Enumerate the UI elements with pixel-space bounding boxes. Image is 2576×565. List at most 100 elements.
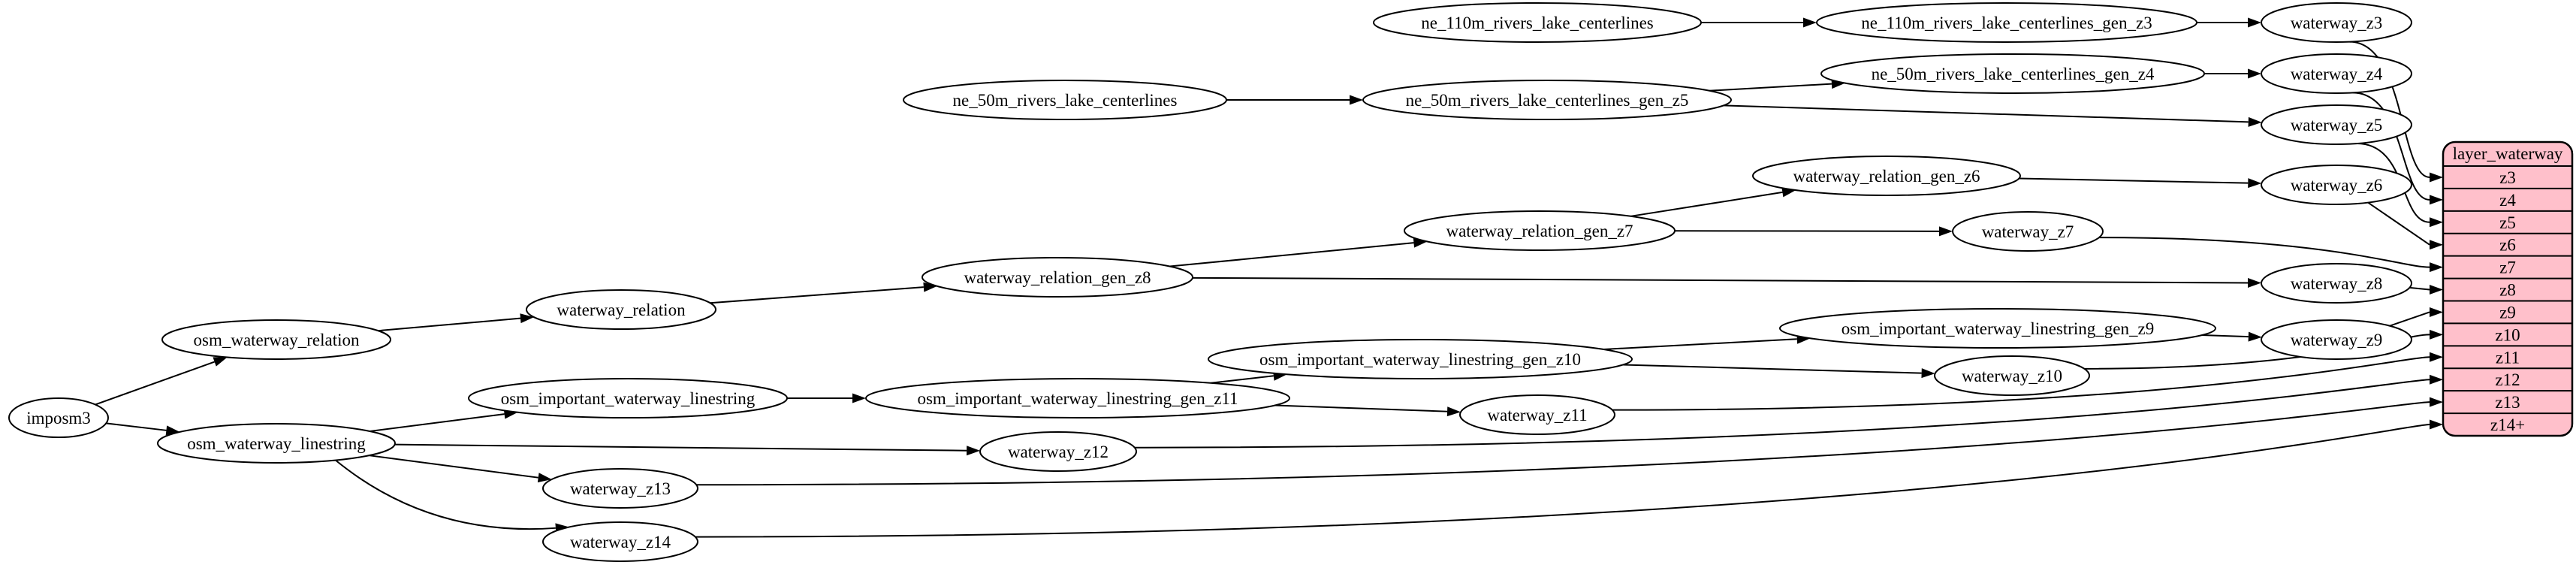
arrowhead-icon bbox=[1921, 368, 1935, 379]
edge-ne_50m_rivers_lake_centerlines_gen_z5-to-ne_50m_rivers_lake_centerlines_gen_z4 bbox=[1709, 79, 1845, 92]
edge-osm_important_waterway_linestring_gen_z10-to-waterway_z10 bbox=[1622, 364, 1935, 379]
arrowhead-icon bbox=[2247, 277, 2262, 288]
table-row-z12: z12 bbox=[2495, 370, 2520, 389]
node-label-osm_important_waterway_linestring_gen_z9: osm_important_waterway_linestring_gen_z9 bbox=[1842, 319, 2154, 338]
arrowhead-icon bbox=[165, 425, 180, 436]
edge-ne_110m_rivers_lake_centerlines_gen_z3-to-waterway_z3 bbox=[2197, 17, 2261, 28]
node-label-waterway_z14: waterway_z14 bbox=[570, 533, 671, 551]
table-row-z6: z6 bbox=[2499, 236, 2516, 255]
node-waterway_z4: waterway_z4 bbox=[2261, 53, 2412, 94]
node-ne_50m_rivers_lake_centerlines_gen_z4: ne_50m_rivers_lake_centerlines_gen_z4 bbox=[1820, 53, 2205, 94]
node-waterway_z3: waterway_z3 bbox=[2261, 2, 2412, 43]
node-waterway_z13: waterway_z13 bbox=[542, 468, 698, 509]
edge-waterway_relation-to-waterway_relation_gen_z8 bbox=[710, 282, 937, 304]
node-ne_110m_rivers_lake_centerlines_gen_z3: ne_110m_rivers_lake_centerlines_gen_z3 bbox=[1816, 2, 2197, 43]
edge-waterway_z9-to-layer_waterway.z9 bbox=[2389, 307, 2443, 327]
arrowhead-icon bbox=[2430, 329, 2443, 340]
arrowhead-icon bbox=[852, 393, 866, 403]
node-label-ne_110m_rivers_lake_centerlines: ne_110m_rivers_lake_centerlines bbox=[1421, 14, 1654, 32]
arrowhead-icon bbox=[2430, 217, 2443, 228]
node-osm_important_waterway_linestring_gen_z10: osm_important_waterway_linestring_gen_z1… bbox=[1208, 339, 1633, 379]
node-label-waterway_z6: waterway_z6 bbox=[2291, 176, 2383, 195]
edge-waterway_z8-to-layer_waterway.z8 bbox=[2409, 285, 2443, 295]
node-label-waterway_z10: waterway_z10 bbox=[1962, 367, 2062, 385]
arrowhead-icon bbox=[2430, 419, 2443, 430]
table-row-z4: z4 bbox=[2499, 191, 2516, 210]
edge-osm_important_waterway_linestring_gen_z11-to-waterway_z11 bbox=[1274, 404, 1461, 417]
table-row-z11: z11 bbox=[2496, 348, 2520, 367]
arrowhead-icon bbox=[1803, 17, 1817, 28]
node-label-osm_waterway_relation: osm_waterway_relation bbox=[194, 331, 360, 349]
node-label-osm_important_waterway_linestring_gen_z11: osm_important_waterway_linestring_gen_z1… bbox=[917, 389, 1238, 408]
node-osm_important_waterway_linestring_gen_z9: osm_important_waterway_linestring_gen_z9 bbox=[1779, 308, 2216, 349]
edge-waterway_z6-to-layer_waterway.z6 bbox=[2367, 201, 2443, 250]
table-row-z14+: z14+ bbox=[2490, 415, 2525, 434]
edge-waterway_z14-to-layer_waterway.z14+ bbox=[695, 419, 2443, 538]
table-row-z9: z9 bbox=[2499, 303, 2516, 322]
node-waterway_relation: waterway_relation bbox=[526, 289, 716, 330]
node-label-waterway_z5: waterway_z5 bbox=[2291, 116, 2383, 134]
node-osm_waterway_linestring: osm_waterway_linestring bbox=[157, 423, 396, 464]
table-row-z7: z7 bbox=[2499, 258, 2516, 277]
node-label-waterway_z4: waterway_z4 bbox=[2291, 65, 2383, 83]
edge-osm_important_waterway_linestring-to-osm_important_waterway_linestring_gen_z11 bbox=[787, 393, 866, 403]
edge-waterway_z13-to-layer_waterway.z13 bbox=[696, 397, 2443, 486]
arrowhead-icon bbox=[2430, 397, 2443, 407]
edge-waterway_relation_gen_z8-to-waterway_relation_gen_z7 bbox=[1169, 237, 1428, 267]
arrowhead-icon bbox=[2430, 307, 2443, 317]
arrowhead-icon bbox=[1938, 226, 1953, 237]
node-waterway_z6: waterway_z6 bbox=[2261, 165, 2412, 205]
arrowhead-icon bbox=[2430, 352, 2443, 362]
edge-waterway_relation_gen_z6-to-waterway_z6 bbox=[2019, 177, 2262, 189]
edge-ne_50m_rivers_lake_centerlines_gen_z5-to-waterway_z5 bbox=[1723, 104, 2262, 127]
node-label-waterway_z12: waterway_z12 bbox=[1008, 443, 1109, 461]
node-waterway_z14: waterway_z14 bbox=[542, 521, 698, 562]
node-label-waterway_relation_gen_z6: waterway_relation_gen_z6 bbox=[1793, 167, 1980, 186]
edge-ne_110m_rivers_lake_centerlines-to-ne_110m_rivers_lake_centerlines_gen_z3 bbox=[1701, 17, 1817, 28]
edge-waterway_relation_gen_z7-to-waterway_z7 bbox=[1674, 226, 1953, 237]
node-label-waterway_z7: waterway_z7 bbox=[1982, 222, 2074, 241]
node-label-waterway_z11: waterway_z11 bbox=[1487, 406, 1587, 425]
node-waterway_z8: waterway_z8 bbox=[2261, 263, 2412, 304]
edge-waterway_z4-to-layer_waterway.z4 bbox=[2352, 92, 2443, 205]
arrowhead-icon bbox=[2248, 116, 2262, 127]
node-osm_important_waterway_linestring_gen_z11: osm_important_waterway_linestring_gen_z1… bbox=[865, 378, 1290, 418]
arrowhead-icon bbox=[2248, 331, 2262, 342]
edge-osm_waterway_relation-to-waterway_relation bbox=[378, 313, 534, 332]
node-label-osm_waterway_linestring: osm_waterway_linestring bbox=[187, 434, 366, 453]
node-label-waterway_relation: waterway_relation bbox=[557, 301, 686, 319]
edge-waterway_relation_gen_z8-to-waterway_z8 bbox=[1192, 276, 2262, 288]
edge-ne_50m_rivers_lake_centerlines-to-ne_50m_rivers_lake_centerlines_gen_z5 bbox=[1226, 95, 1363, 105]
edge-osm_waterway_linestring-to-waterway_z12 bbox=[394, 443, 981, 456]
arrowhead-icon bbox=[2248, 178, 2262, 189]
node-label-waterway_relation_gen_z7: waterway_relation_gen_z7 bbox=[1446, 222, 1633, 240]
arrowhead-icon bbox=[1446, 406, 1461, 417]
node-waterway_relation_gen_z6: waterway_relation_gen_z6 bbox=[1752, 156, 2021, 196]
node-label-ne_50m_rivers_lake_centerlines_gen_z4: ne_50m_rivers_lake_centerlines_gen_z4 bbox=[1872, 65, 2155, 83]
edge-osm_waterway_linestring-to-osm_important_waterway_linestring bbox=[370, 409, 518, 433]
edge-osm_waterway_linestring-to-waterway_z14 bbox=[335, 459, 569, 533]
arrowhead-icon bbox=[2430, 374, 2443, 385]
node-osm_important_waterway_linestring: osm_important_waterway_linestring bbox=[468, 378, 788, 418]
edge-waterway_z11-to-layer_waterway.z11 bbox=[1612, 352, 2443, 411]
node-ne_110m_rivers_lake_centerlines: ne_110m_rivers_lake_centerlines bbox=[1373, 2, 1702, 43]
edge-waterway_relation_gen_z7-to-waterway_relation_gen_z6 bbox=[1630, 187, 1796, 217]
arrowhead-icon bbox=[1350, 95, 1363, 105]
arrowhead-icon bbox=[520, 313, 534, 324]
arrowhead-icon bbox=[2430, 262, 2443, 273]
arrowhead-icon bbox=[2430, 195, 2443, 205]
edge-imposm3-to-osm_waterway_relation bbox=[95, 357, 228, 406]
node-waterway_z12: waterway_z12 bbox=[979, 431, 1137, 472]
node-label-waterway_z9: waterway_z9 bbox=[2291, 331, 2383, 349]
node-waterway_relation_gen_z8: waterway_relation_gen_z8 bbox=[922, 257, 1193, 298]
arrowhead-icon bbox=[967, 446, 981, 456]
arrowhead-icon bbox=[2430, 240, 2443, 250]
edge-ne_50m_rivers_lake_centerlines_gen_z4-to-waterway_z4 bbox=[2204, 68, 2261, 79]
edge-imposm3-to-osm_waterway_linestring bbox=[106, 422, 180, 436]
table-row-z13: z13 bbox=[2495, 393, 2520, 412]
edge-waterway_z3-to-layer_waterway.z3 bbox=[2349, 41, 2443, 183]
node-label-waterway_z3: waterway_z3 bbox=[2291, 14, 2383, 32]
node-ne_50m_rivers_lake_centerlines: ne_50m_rivers_lake_centerlines bbox=[903, 80, 1227, 120]
